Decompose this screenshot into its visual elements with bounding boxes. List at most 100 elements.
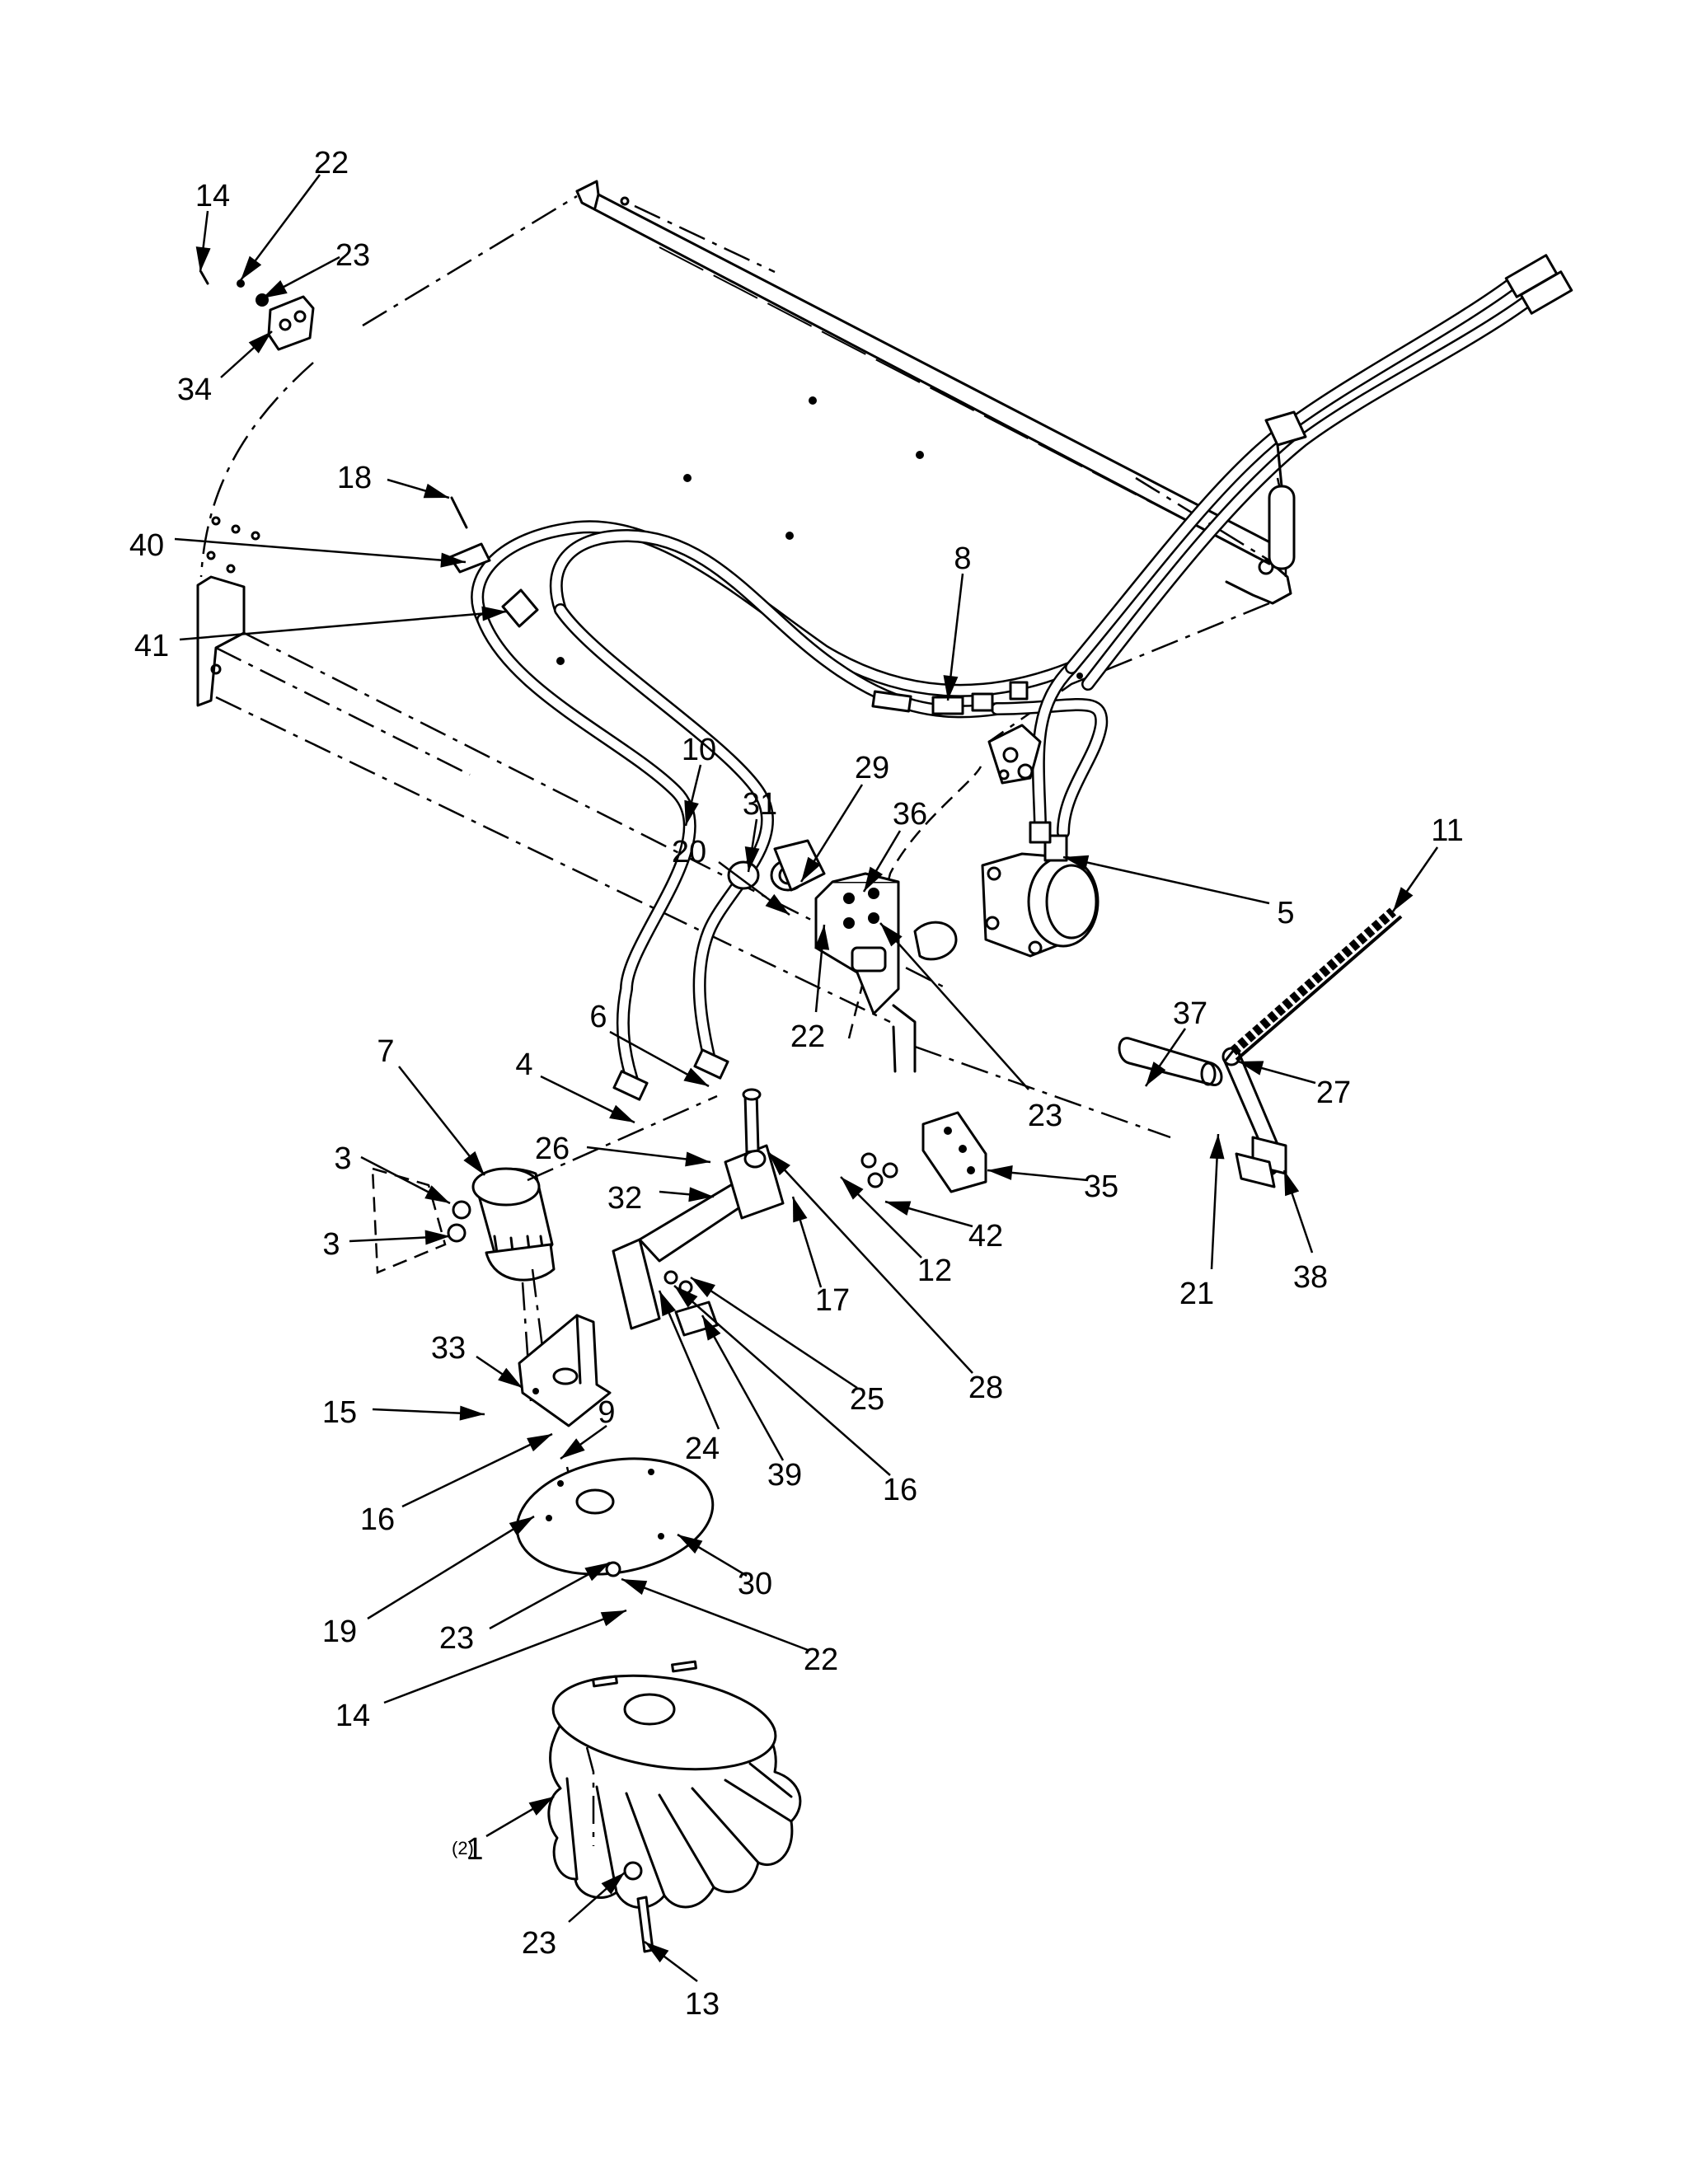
leader-arrowhead	[440, 552, 466, 568]
callout-c23c: 23	[439, 1561, 611, 1656]
callout-label: 18	[337, 461, 372, 495]
leader-line	[767, 1151, 973, 1374]
callout-c6: 6	[589, 1000, 710, 1088]
callout-label: 40	[129, 528, 164, 563]
callout-label: 42	[968, 1219, 1003, 1254]
leader-arrowhead	[645, 1942, 669, 1963]
callout-c4: 4	[515, 1047, 635, 1124]
callout-c31: 31	[743, 787, 777, 873]
leader-arrowhead	[688, 1187, 714, 1202]
callout-c14b: 14	[335, 1609, 627, 1733]
callout-label: 22	[804, 1643, 838, 1677]
callout-c23d: 23	[522, 1872, 626, 1961]
callout-label: 22	[790, 1019, 825, 1054]
cable	[1230, 907, 1403, 1062]
callout-label: 15	[322, 1395, 357, 1430]
lift-arm	[1221, 1045, 1287, 1188]
broom-arm	[612, 1088, 785, 1337]
callout-label: 23	[335, 238, 370, 273]
callout-c22a: 22	[240, 146, 349, 281]
callout-c1: 1	[466, 1795, 555, 1867]
callout-c24: 24	[658, 1290, 720, 1466]
callout-label: 24	[685, 1432, 720, 1466]
callout-c16a: 16	[673, 1285, 917, 1507]
leader-arrowhead	[600, 1610, 626, 1627]
callout-label: 12	[917, 1254, 952, 1288]
leader-line	[690, 1276, 858, 1390]
leader-line	[174, 537, 467, 564]
side-broom	[547, 1660, 802, 1953]
callout-label: 20	[672, 835, 706, 869]
callout-label: 4	[515, 1047, 532, 1082]
leader-arrowhead	[527, 1434, 552, 1452]
callout-c26: 26	[535, 1132, 711, 1167]
callout-c11: 11	[1391, 813, 1464, 912]
callout-label: 14	[195, 179, 230, 213]
leader-arrowhead	[864, 866, 884, 892]
callout-label: 27	[1316, 1076, 1351, 1110]
leader-arrowhead	[793, 1197, 808, 1223]
callout-label: 23	[1028, 1099, 1062, 1133]
callout-label: 32	[607, 1181, 642, 1216]
leader-arrowhead	[744, 846, 760, 872]
callout-label: 21	[1179, 1277, 1214, 1311]
leader-arrowhead	[459, 1405, 485, 1421]
callout-c40: 40	[129, 528, 467, 568]
callout-label: 3	[322, 1227, 340, 1262]
leader-arrowhead	[560, 1438, 585, 1459]
callout-label: 1	[466, 1832, 483, 1867]
leader-arrowhead	[584, 1563, 610, 1582]
callout-label: 37	[1173, 996, 1207, 1031]
deck-plate	[556, 180, 1292, 679]
leader-arrowhead	[423, 483, 449, 499]
callout-label: 7	[377, 1034, 394, 1069]
callout-c15: 15	[322, 1395, 485, 1430]
leader-arrowhead	[702, 1315, 721, 1341]
callout-c8: 8	[943, 541, 972, 701]
callout-label: 41	[134, 629, 169, 663]
mount-bracket-35	[860, 1111, 987, 1193]
callout-c29: 29	[799, 751, 889, 883]
callout-label: 25	[850, 1382, 884, 1417]
callout-label: 23	[522, 1926, 556, 1961]
leader-arrowhead	[528, 1797, 554, 1816]
leader-arrowhead	[1284, 1170, 1300, 1197]
leader-line	[673, 1285, 891, 1476]
leader-arrowhead	[248, 331, 272, 354]
callout-c14a: 14	[195, 179, 230, 273]
callout-label: 33	[431, 1331, 466, 1366]
callout-label: 5	[1277, 896, 1294, 930]
leader-line	[367, 1515, 535, 1620]
callout-label: 23	[439, 1621, 474, 1656]
callout-c18: 18	[337, 461, 450, 499]
callout-c7: 7	[377, 1034, 485, 1176]
leader-arrowhead	[1146, 1062, 1166, 1086]
callout-label: 26	[535, 1132, 570, 1166]
outline-dashes	[199, 194, 1296, 1139]
leader-arrowhead	[885, 1201, 912, 1216]
leader-arrowhead	[659, 1291, 677, 1317]
callout-c21: 21	[1179, 1133, 1225, 1311]
pivot-shaft	[1118, 1037, 1223, 1086]
callout-c23b: 23	[879, 922, 1062, 1133]
leader-arrowhead	[814, 925, 830, 950]
leader-arrowhead	[685, 1151, 710, 1167]
leader-arrowhead	[943, 675, 959, 701]
callout-label: 10	[682, 733, 716, 767]
leader-arrowhead	[801, 856, 821, 882]
leader-arrowhead	[498, 1367, 523, 1388]
hose-clamp-40	[448, 496, 539, 628]
leader-arrowhead	[691, 1277, 715, 1298]
callout-c9: 9	[560, 1395, 616, 1460]
callout-c38: 38	[1282, 1169, 1328, 1295]
leader-arrowhead	[674, 1286, 698, 1308]
motor-mount-bracket	[518, 1314, 612, 1427]
leader-arrowhead	[424, 1185, 450, 1203]
leader-arrowhead	[841, 1177, 864, 1200]
leader-arrowhead	[768, 1152, 790, 1176]
broom-motor	[447, 1167, 556, 1282]
callout-label: 8	[954, 541, 971, 576]
leader-line	[1062, 855, 1270, 905]
callout-c10: 10	[682, 733, 716, 827]
